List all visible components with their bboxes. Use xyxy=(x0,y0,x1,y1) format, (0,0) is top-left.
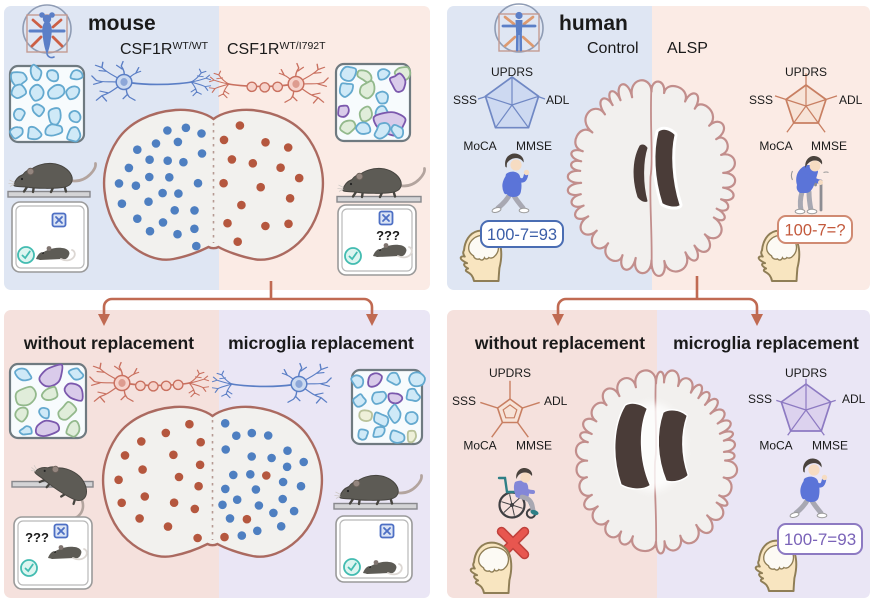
svg-text:without replacement: without replacement xyxy=(474,333,645,353)
svg-text:UPDRS: UPDRS xyxy=(785,65,827,79)
svg-text:MoCA: MoCA xyxy=(463,139,496,153)
svg-text:???: ??? xyxy=(376,228,400,243)
svg-text:microglia replacement: microglia replacement xyxy=(673,333,859,353)
svg-text:MoCA: MoCA xyxy=(759,439,792,453)
svg-text:???: ??? xyxy=(25,530,49,545)
svg-text:ADL: ADL xyxy=(546,93,570,107)
svg-text:MoCA: MoCA xyxy=(463,439,496,453)
svg-text:human: human xyxy=(559,12,628,35)
svg-text:mouse: mouse xyxy=(88,12,156,35)
svg-text:SSS: SSS xyxy=(748,392,772,406)
svg-text:100-7=93: 100-7=93 xyxy=(784,530,856,549)
svg-text:MMSE: MMSE xyxy=(516,439,552,453)
svg-text:ADL: ADL xyxy=(544,394,568,408)
svg-text:SSS: SSS xyxy=(453,93,477,107)
svg-text:100-7=?: 100-7=? xyxy=(784,221,845,239)
svg-text:ADL: ADL xyxy=(839,93,863,107)
svg-text:MMSE: MMSE xyxy=(812,439,848,453)
svg-text:100-7=93: 100-7=93 xyxy=(487,226,557,244)
svg-text:UPDRS: UPDRS xyxy=(785,366,827,380)
svg-text:without replacement: without replacement xyxy=(23,333,194,353)
svg-text:UPDRS: UPDRS xyxy=(491,65,533,79)
svg-text:MMSE: MMSE xyxy=(516,139,552,153)
svg-text:MoCA: MoCA xyxy=(759,139,792,153)
svg-text:ALSP: ALSP xyxy=(667,40,708,57)
svg-text:ADL: ADL xyxy=(842,392,866,406)
svg-text:UPDRS: UPDRS xyxy=(489,366,531,380)
svg-text:microglia replacement: microglia replacement xyxy=(228,333,414,353)
svg-text:SSS: SSS xyxy=(452,394,476,408)
svg-text:SSS: SSS xyxy=(749,93,773,107)
svg-text:MMSE: MMSE xyxy=(811,139,847,153)
svg-text:Control: Control xyxy=(587,40,639,57)
